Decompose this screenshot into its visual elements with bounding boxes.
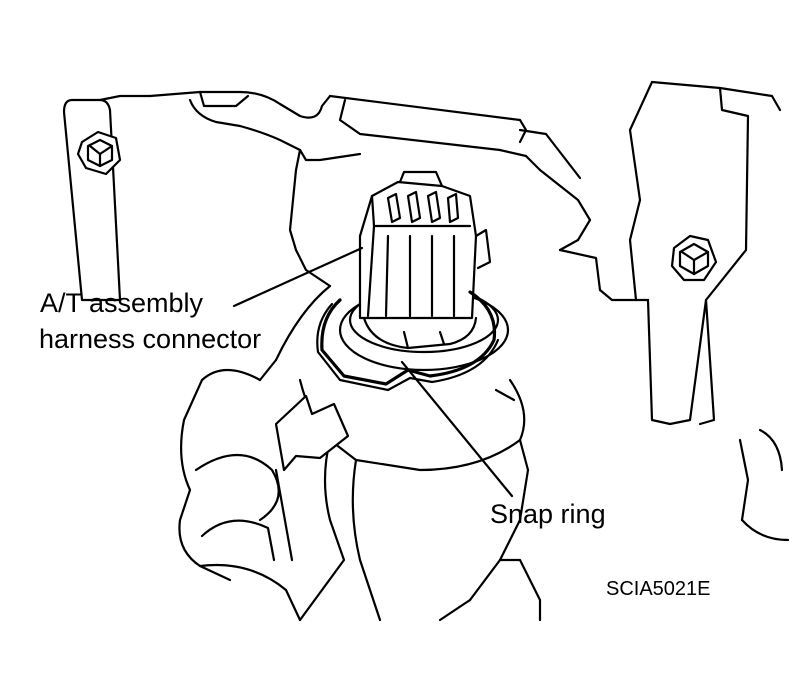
snap-ring [316, 290, 500, 392]
removal-arrow [274, 394, 350, 472]
snap-ring-label: Snap ring [490, 499, 606, 529]
connector-label-line1: A/T assembly [40, 288, 204, 318]
right-bolt [670, 234, 718, 282]
figure-code: SCIA5021E [606, 578, 711, 600]
leader-lines [232, 246, 514, 498]
transmission-housing [148, 90, 592, 622]
right-bracket [558, 80, 782, 426]
left-bracket [62, 94, 152, 302]
housing-edge-right [738, 428, 790, 542]
harness-connector [338, 170, 510, 372]
left-bolt [76, 130, 122, 176]
connector-label-line2: harness connector [39, 324, 262, 354]
